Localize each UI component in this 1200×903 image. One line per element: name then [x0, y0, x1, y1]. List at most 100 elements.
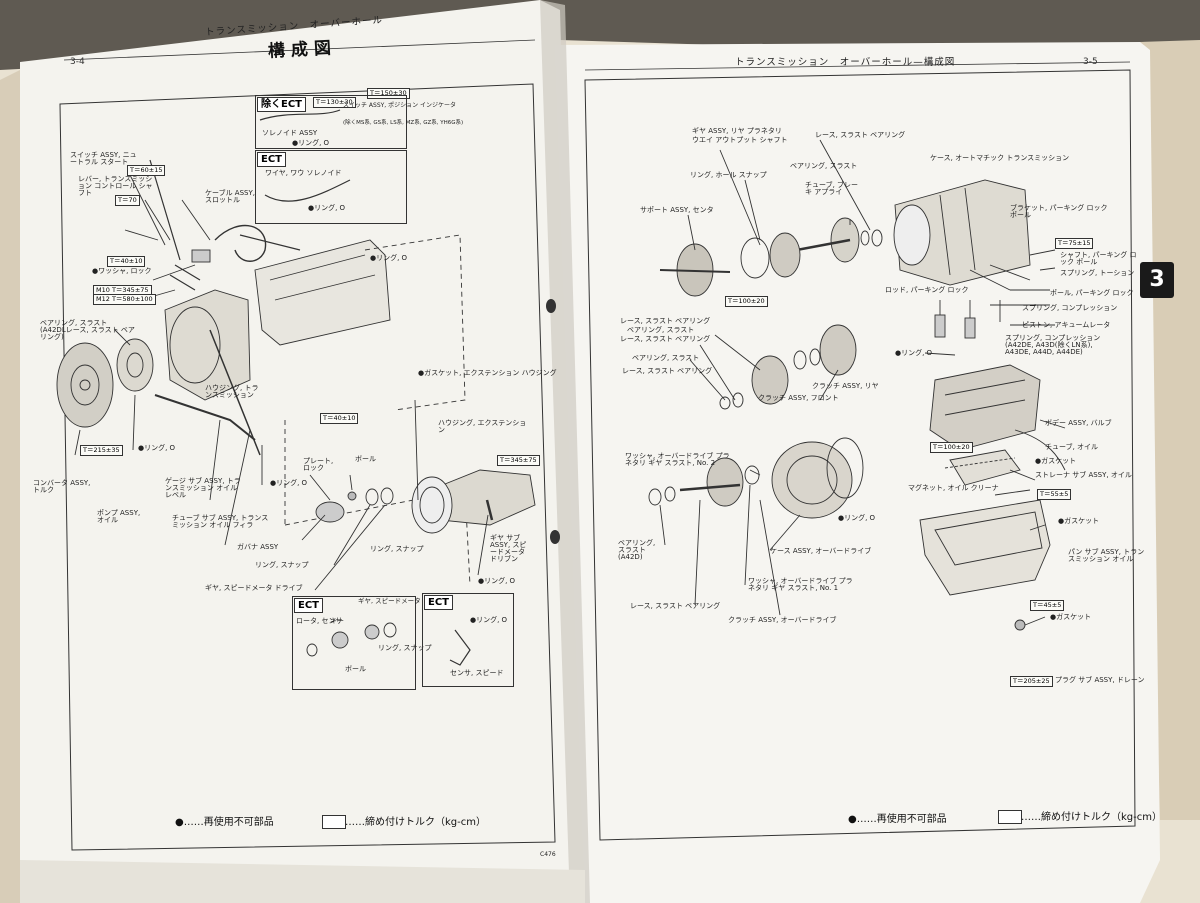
part-label: ストレーナ サブ ASSY, オイル — [1035, 471, 1132, 479]
part-label: ●リング, O — [470, 616, 508, 624]
part-label: ●リング, O — [270, 479, 308, 487]
ect-box-head: ECT — [294, 598, 323, 613]
part-label: ワッシャ, オーバードライブ プラネタリ ギヤ スラスト, No. 2 — [625, 452, 730, 467]
torque-box: T＝45±5 — [1030, 600, 1065, 611]
right-page-number: 3-5 — [1083, 57, 1098, 67]
torque-box: T＝55±5 — [1037, 489, 1072, 500]
part-label: レース, スラスト ベアリング — [620, 335, 711, 343]
part-label: ロータ, センサ — [296, 617, 343, 625]
torque-box: T＝100±20 — [930, 442, 973, 453]
part-label: レース, スラスト ベアリング — [815, 131, 906, 139]
part-label: ガバナ ASSY — [237, 543, 279, 551]
part-label: スイッチ ASSY, ニュートラル スタート — [70, 151, 137, 166]
part-label: マグネット, オイル クリーナ — [908, 484, 999, 492]
torque-box: T＝215±35 — [80, 445, 123, 456]
torque-box: T＝345±75 — [497, 455, 540, 466]
chapter-tab: 3 — [1140, 262, 1174, 298]
part-label: センサ, スピード — [450, 669, 504, 677]
torque-box: M12 T＝580±100 — [93, 294, 156, 305]
part-label: スプリング, トーション — [1060, 269, 1135, 277]
part-label: スイッチ ASSY, ポジション インジケータ — [343, 102, 457, 109]
part-label: ボデー ASSY, バルブ — [1045, 419, 1112, 427]
right-page-title: トランスミッション オーバーホール—構成図 — [735, 57, 956, 68]
part-label: ウエイ アウトプット シャフト — [692, 136, 788, 144]
part-label: リング, スナップ — [255, 561, 309, 569]
part-label: ベアリング, スラスト (A42D) — [618, 539, 656, 561]
part-label: リング, ホール スナップ — [690, 171, 767, 179]
part-label: ギヤ, スピードメータ ドライブ — [205, 584, 303, 592]
legend-nonreusable: ●……再使用不可部品 — [848, 814, 947, 825]
part-label: クラッチ ASSY, フロント — [758, 394, 839, 402]
part-label: ベアリング, スラスト — [627, 326, 695, 334]
legend-nonreusable: ●……再使用不可部品 — [175, 817, 274, 828]
part-label: ●リング, O — [308, 204, 346, 212]
part-label: ボール — [345, 665, 366, 673]
part-label: ベアリング, スラスト (A42DLレース, スラスト ベアリング) — [40, 319, 135, 341]
ect-box-head: ECT — [424, 595, 453, 610]
part-label: ●リング, O — [370, 254, 408, 262]
part-label: ロッド, パーキング ロック — [885, 286, 969, 294]
part-label: クラッチ ASSY, リヤ — [812, 382, 879, 390]
legend-torque-box-icon — [998, 810, 1022, 824]
part-label: ●ガスケット — [1050, 613, 1092, 621]
part-label: ギヤ, スピードメータ ドライブ — [358, 597, 449, 605]
torque-box: T＝100±20 — [725, 296, 768, 307]
part-label: プレート, ロック — [303, 457, 334, 472]
part-label: ●ガスケット — [1058, 517, 1100, 525]
part-label: ●リング, O — [292, 139, 330, 147]
part-label: (除くMS系, GS系, LS系, MZ系, GZ系, YH6G系) — [343, 120, 464, 126]
page-code: C476 — [540, 851, 556, 858]
part-label: リング, スナップ — [378, 644, 432, 652]
part-label: ベアリング, スラスト — [632, 354, 700, 362]
part-label: サポート ASSY, センタ — [640, 206, 714, 214]
part-label: ●リング, O — [478, 577, 516, 585]
ect-box-sensor — [422, 593, 514, 687]
part-label: シャフト, パーキング ロック ポール — [1060, 251, 1137, 266]
part-label: ソレノイド ASSY — [262, 129, 318, 137]
ect-box-non-ect — [255, 95, 407, 149]
part-label: ポール, パーキング ロック — [1050, 289, 1134, 297]
part-label: ベアリング, スラスト — [790, 162, 858, 170]
part-label: スプリング, コンプレッション (A42DE, A43D(除くLN系), A43… — [1005, 334, 1101, 356]
legend-torque: ……締め付けトルク（kg-cm） — [1021, 812, 1162, 823]
part-label: ケース, オートマチック トランスミッション — [930, 154, 1070, 162]
part-label: キー — [330, 617, 344, 625]
part-label: ●リング, O — [895, 349, 933, 357]
part-label: ●ガスケット, エクステンション ハウジング — [418, 369, 557, 377]
left-page-number: 3-4 — [70, 57, 85, 67]
torque-box: T＝205±25 — [1010, 676, 1053, 687]
torque-box: T＝40±10 — [107, 256, 146, 267]
part-label: ギヤ ASSY, リヤ プラネタリ — [692, 127, 782, 135]
part-label: クラッチ ASSY, オーバードライブ — [728, 616, 837, 624]
ect-box-head: 除くECT — [257, 97, 306, 112]
torque-box: T＝75±15 — [1055, 238, 1094, 249]
part-label: ボール — [355, 455, 376, 463]
torque-box: T＝150±30 — [367, 88, 410, 99]
ect-box-rotor — [292, 596, 416, 690]
part-label: コンバータ ASSY, トルク — [33, 479, 91, 494]
part-label: ケーブル ASSY, スロットル — [205, 189, 255, 204]
torque-box: T＝70 — [115, 195, 140, 206]
part-label: チューブ サブ ASSY, トランスミッション オイル フィラ — [172, 514, 269, 529]
part-label: ハウジング, エクステンション — [438, 419, 527, 434]
torque-box: T＝60±15 — [127, 165, 166, 176]
part-label: チューブ, ブレーキ アプライ — [805, 181, 859, 196]
part-label: プラグ サブ ASSY, ドレーン — [1055, 676, 1145, 684]
part-label: レース, スラスト ベアリング — [620, 317, 711, 325]
part-label: レバー, トランスミッション コントロール シャフト — [78, 175, 153, 197]
part-label: ●リング, O — [838, 514, 876, 522]
torque-box: T＝130±30 — [313, 97, 356, 108]
part-label: レース, スラスト ベアリング — [630, 602, 721, 610]
part-label: ハウジング, トランスミッション — [205, 384, 259, 399]
ect-box-wire — [255, 150, 407, 224]
part-label: スプリング, コンプレッション — [1022, 304, 1118, 312]
part-label: レース, スラスト ベアリング — [622, 367, 713, 375]
part-label: ケース ASSY, オーバードライブ — [770, 547, 872, 555]
part-label: チューブ, オイル — [1045, 443, 1099, 451]
part-label: ゲージ サブ ASSY, トランスミッション オイル レベル — [165, 477, 241, 499]
ect-box-head: ECT — [257, 152, 286, 167]
legend-torque-box-icon — [322, 815, 346, 829]
part-label: ギヤ サブ ASSY, スピードメータ ドリブン — [490, 534, 527, 563]
left-exploded-diagram — [56, 109, 536, 666]
